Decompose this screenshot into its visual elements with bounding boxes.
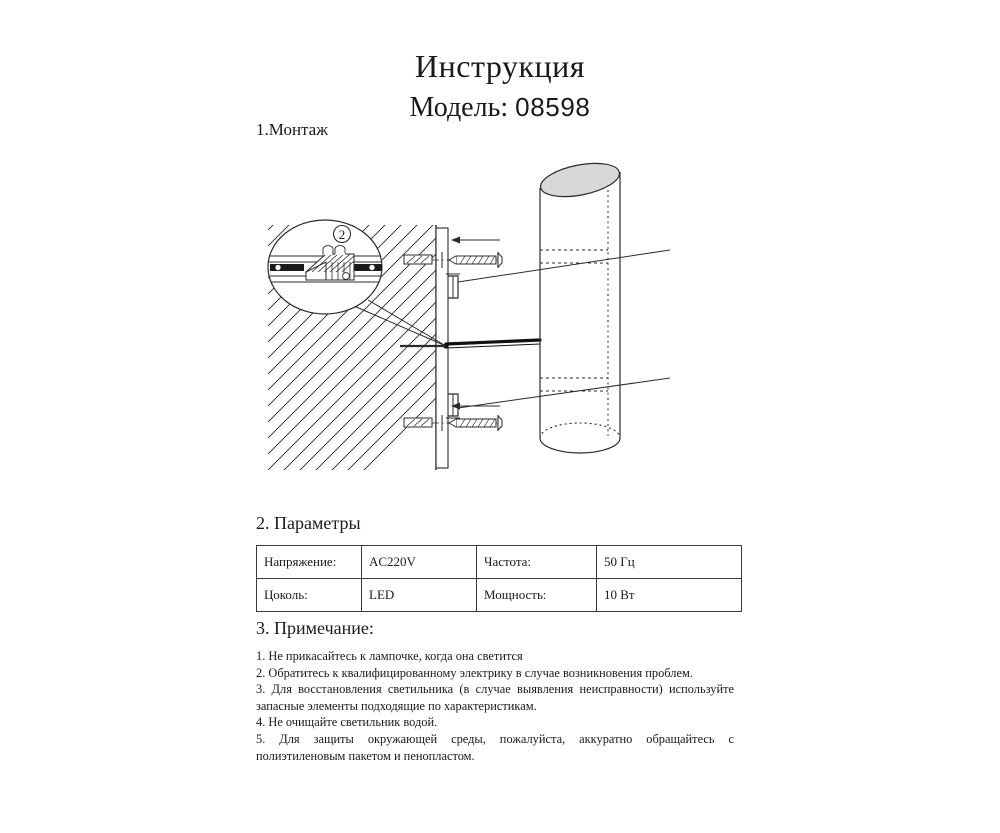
installation-diagram: 2 [250, 150, 671, 490]
leader-lines [457, 249, 671, 409]
hatched-wall [268, 225, 436, 470]
table-row: Напряжение: AC220V Частота: 50 Гц [256, 545, 742, 579]
wall-anchor-lower [403, 417, 433, 428]
param-label-voltage: Напряжение: [256, 545, 362, 579]
mounting-screw-upper [432, 236, 503, 269]
note-item: 2. Обратитесь к квалифицированному элект… [256, 665, 693, 680]
table-row: Цоколь: LED Мощность: 10 Вт [256, 578, 742, 612]
svg-text:2: 2 [339, 227, 346, 242]
section-heading-parameters: 2. Параметры [256, 513, 361, 533]
section-heading-installation: 1.Монтаж [256, 120, 328, 139]
param-value-power: 10 Вт [596, 578, 742, 612]
mounting-screw-lower [432, 402, 503, 432]
cylindrical-lamp-body [539, 162, 621, 454]
callout-bubble-wire-connector: 2 [267, 219, 447, 347]
note-item: 4. Не очищайте светильник водой. [256, 715, 438, 730]
param-value-frequency: 50 Гц [596, 545, 742, 579]
note-item: 1. Не прикасайтесь к лампочке, когда она… [256, 649, 523, 663]
model-line: Модель: 08598 [0, 90, 1000, 126]
param-label-power: Мощность: [476, 578, 597, 612]
document-header: Инструкция Модель: 08598 [0, 46, 1000, 126]
param-label-frequency: Частота: [476, 545, 597, 579]
bracket-hook-upper [446, 273, 460, 299]
notes-list: 1. Не прикасайтесь к лампочке, когда она… [256, 648, 734, 764]
wall-anchor-upper [403, 254, 433, 265]
parameters-table: Напряжение: AC220V Частота: 50 Гц Цоколь… [256, 545, 742, 612]
note-item: 3. Для восстановления светильника (в слу… [256, 682, 734, 713]
param-value-voltage: AC220V [361, 545, 477, 579]
param-value-socket: LED [361, 578, 477, 612]
model-label: Модель: [409, 92, 509, 123]
param-label-socket: Цоколь: [256, 578, 362, 612]
model-number: 08598 [515, 92, 591, 122]
section-heading-notes: 3. Примечание: [256, 618, 374, 638]
power-cable [400, 338, 542, 349]
note-item: 5. Для защиты окружающей среды, пожалуйс… [256, 731, 734, 763]
page-title: Инструкция [415, 48, 585, 84]
